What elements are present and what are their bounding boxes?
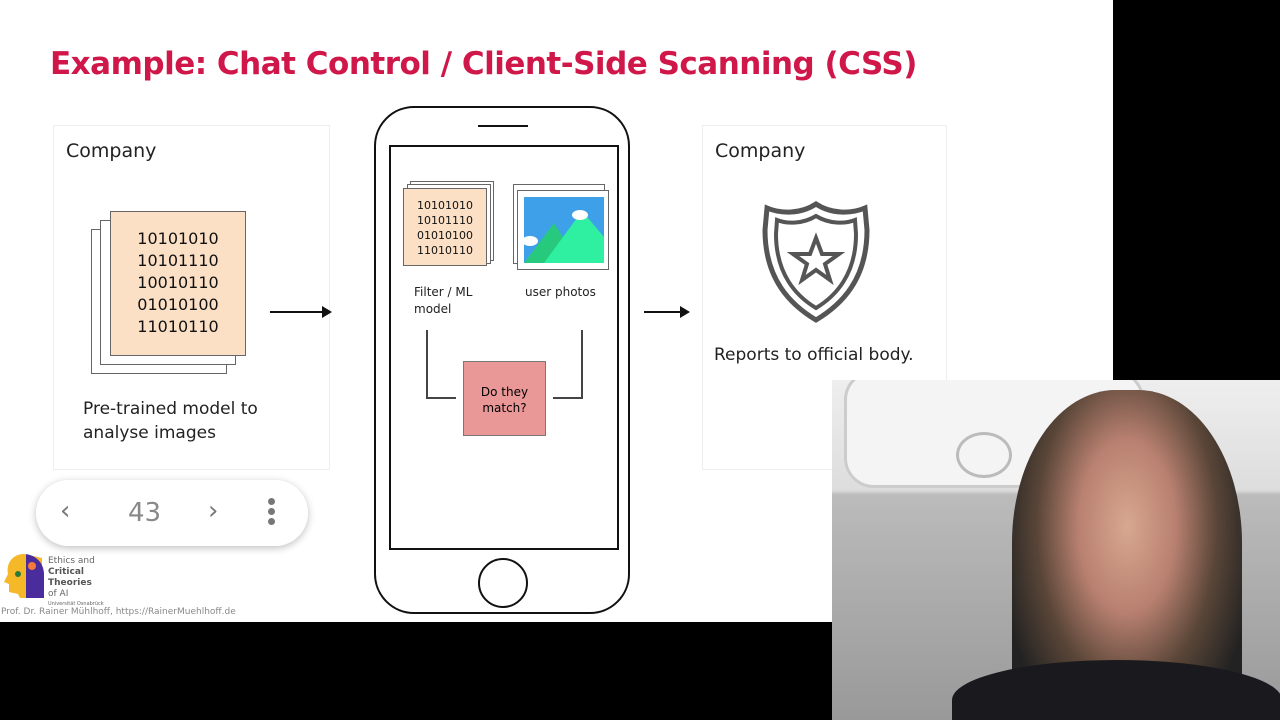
phone-illustration: 10101010 10101110 01010100 11010110 Filt… [374,106,630,614]
phone-speaker [478,125,528,127]
code-line: 11010110 [137,317,219,336]
connector-line [553,397,583,399]
slide-navigation-bar: ‹ 43 › [36,480,308,546]
code-line: 10101010 [417,199,473,212]
phone-screen: 10101010 10101110 01010100 11010110 Filt… [389,145,619,550]
match-box: Do they match? [463,361,546,436]
more-options-icon[interactable] [268,498,276,525]
police-badge-icon [762,200,870,323]
connector-line [426,330,428,398]
code-line: 01010100 [137,295,219,314]
filter-model-label: Filter / ML model [414,285,473,316]
presenter-shirt [952,660,1280,720]
logo-line: Ethics and [48,556,95,566]
code-line: 10101110 [137,251,219,270]
model-code-block: 10101010 10101110 10010110 01010100 1101… [110,211,246,356]
home-button [478,558,528,608]
slide-title: Example: Chat Control / Client-Side Scan… [50,46,917,82]
next-slide-button[interactable]: › [208,496,219,526]
footer-credit: Prof. Dr. Rainer Mühlhoff, https://Raine… [1,607,236,617]
filter-model-code: 10101010 10101110 01010100 11010110 [403,188,487,266]
arrow-right-icon [644,306,690,318]
ai-head-logo-icon [4,554,44,598]
photo-icon [517,190,609,270]
panel-caption: Pre-trained model to analyse images [83,399,258,443]
webcam-background-button [956,432,1012,478]
logo: Ethics and Critical Theories of AI Unive… [4,552,124,607]
panel-title: Company [66,140,157,162]
panel-caption: Reports to official body. [714,345,914,365]
user-photos-label: user photos [525,285,596,299]
connector-line [581,330,583,398]
logo-line: Universität Osnabrück [48,601,104,607]
logo-text: Ethics and Critical Theories of AI Unive… [48,556,124,608]
panel-title: Company [715,140,806,162]
code-line: 10101010 [137,229,219,248]
connector-line [426,397,456,399]
webcam-video-overlay [832,380,1280,720]
code-line: 01010100 [417,229,473,242]
page-number: 43 [128,498,162,528]
code-line: 11010110 [417,244,473,257]
left-company-panel: Company 10101010 10101110 10010110 01010… [53,125,330,470]
arrow-right-icon [270,306,332,318]
code-line: 10010110 [137,273,219,292]
logo-line: of AI [48,589,69,599]
logo-line: Critical Theories [48,567,92,588]
previous-slide-button[interactable]: ‹ [60,496,71,526]
code-line: 10101110 [417,214,473,227]
